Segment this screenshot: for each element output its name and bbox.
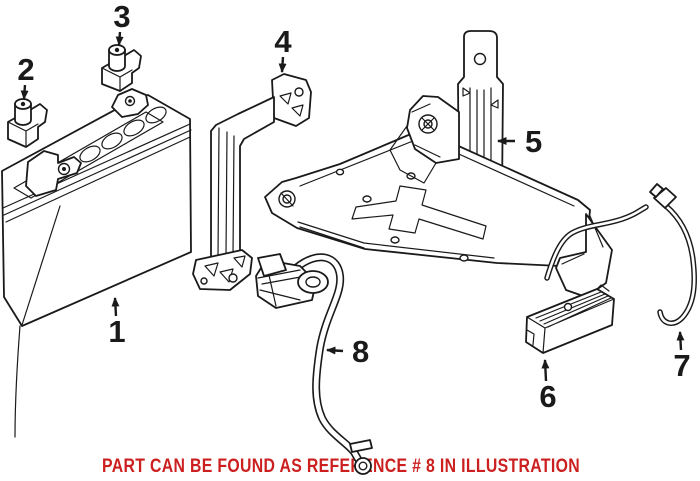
callout-1-arrow	[111, 297, 120, 317]
callout-5: 5	[497, 124, 542, 159]
callout-8: 8	[326, 334, 369, 369]
battery-cable-part-8	[255, 253, 373, 475]
callout-5-label: 5	[525, 124, 542, 159]
callout-4-label: 4	[274, 24, 292, 59]
cover-box-part-6	[525, 284, 615, 354]
tray-details	[297, 138, 604, 265]
callout-7-arrow	[676, 331, 685, 351]
bracket4-top-plate	[271, 73, 312, 127]
tray-plate	[264, 130, 591, 267]
callout-2-arrow	[20, 84, 29, 100]
terminal-clamp-part-2	[7, 98, 48, 148]
callout-6-arrow	[541, 359, 550, 382]
holddown-bracket-part-4	[192, 73, 312, 291]
vent-tube-part-7	[544, 183, 697, 326]
callout-1: 1	[108, 297, 126, 349]
battery-top-detail	[2, 111, 192, 326]
callout-7: 7	[673, 331, 691, 383]
battery-tray	[264, 130, 613, 298]
callout-4-arrow	[278, 56, 287, 73]
bracket5-side-arm	[389, 95, 460, 184]
callout-6: 6	[539, 359, 557, 414]
battery-loose-cable-line	[14, 325, 21, 438]
cable8-ferrule	[349, 439, 373, 453]
callout-7-label: 7	[673, 348, 690, 383]
terminal-clamp-part-3	[101, 44, 142, 92]
callout-6-label: 6	[539, 379, 556, 414]
callout-2-label: 2	[17, 52, 34, 87]
bracket4-strap	[210, 96, 275, 258]
callout-3: 3	[113, 0, 131, 46]
tube7-nipple	[649, 183, 664, 198]
battery-terminal-mount-front	[25, 150, 82, 197]
cable8-top-tab	[257, 253, 287, 277]
battery-part	[1, 88, 192, 438]
callout-1-label: 1	[108, 314, 125, 349]
callout-4: 4	[274, 24, 292, 73]
callout-3-arrow	[115, 31, 124, 46]
illustration-caption: PART CAN BE FOUND AS REFERENCE # 8 IN IL…	[102, 456, 580, 477]
callout-8-arrow	[326, 346, 344, 355]
callout-2: 2	[17, 52, 35, 100]
callout-3-label: 3	[113, 0, 130, 34]
callout-8-label: 8	[352, 334, 369, 369]
